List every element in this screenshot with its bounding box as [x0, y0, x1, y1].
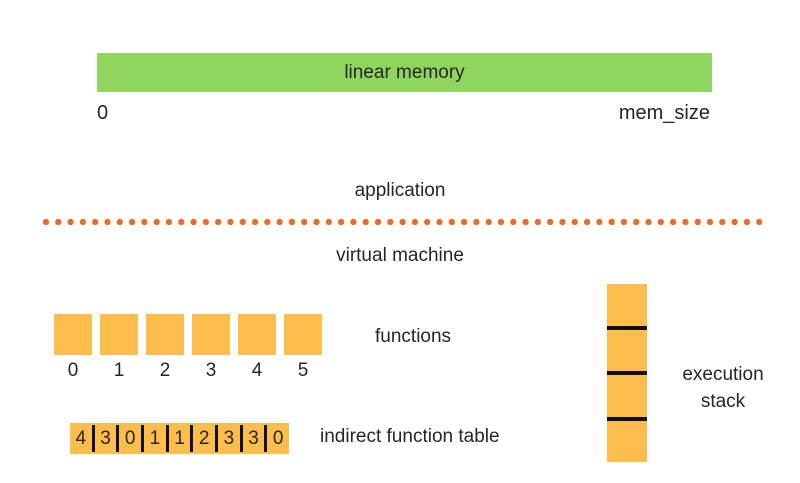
table-cell: 2	[198, 428, 210, 449]
stack-frame-divider	[607, 325, 647, 330]
execution-stack-label-line1: execution	[682, 364, 764, 385]
stack-frame	[607, 330, 647, 372]
function-item: 2	[146, 314, 184, 382]
function-item: 3	[192, 314, 230, 382]
stack-frame-divider	[607, 416, 647, 421]
function-item: 5	[284, 314, 322, 382]
function-index-label: 2	[159, 360, 171, 381]
stack-frame-divider	[607, 371, 647, 375]
function-item: 4	[238, 314, 276, 382]
function-item: 0	[54, 314, 92, 382]
stack-frame	[607, 375, 647, 417]
table-cell-divider	[116, 425, 120, 452]
function-box	[284, 314, 322, 355]
table-cell: 0	[124, 428, 136, 449]
execution-stack-label: execution stack	[653, 361, 793, 415]
linear-memory-bar: linear memory	[97, 53, 712, 92]
function-box	[238, 314, 276, 355]
function-index-label: 0	[67, 360, 79, 381]
memory-range-labels: 0 mem_size	[97, 102, 710, 125]
function-item: 1	[100, 314, 138, 382]
table-cell-divider	[165, 425, 169, 452]
function-box	[192, 314, 230, 355]
table-cell: 1	[174, 428, 185, 449]
function-box	[54, 314, 92, 355]
table-cell-divider	[264, 425, 268, 452]
table-cell: 3	[100, 428, 111, 449]
function-box	[100, 314, 138, 355]
stack-frame	[607, 284, 647, 326]
function-squares: 0 1 2 3 4 5	[54, 314, 322, 382]
table-cell: 0	[272, 428, 284, 449]
memory-end-label: mem_size	[618, 102, 710, 124]
table-cell-divider	[239, 425, 243, 452]
table-cell: 4	[75, 428, 87, 449]
function-index-label: 3	[205, 360, 217, 381]
functions-label: functions	[375, 326, 452, 347]
application-label: application	[354, 180, 446, 201]
execution-stack-label-line2: stack	[700, 391, 746, 412]
table-cell-divider	[141, 425, 145, 452]
table-cell-divider	[190, 425, 194, 452]
table-cell-divider	[215, 425, 219, 452]
table-cell: 3	[248, 428, 259, 449]
execution-stack	[607, 284, 647, 462]
function-index-label: 4	[251, 360, 263, 381]
table-cell: 1	[149, 428, 161, 449]
virtual-machine-label: virtual machine	[336, 245, 464, 266]
table-cell: 3	[223, 428, 235, 449]
application-vm-boundary-dotted-line	[42, 218, 764, 226]
stack-frame	[607, 421, 647, 463]
function-box	[146, 314, 184, 355]
function-index-label: 1	[113, 360, 125, 381]
memory-start-label: 0	[97, 102, 109, 124]
table-cell-divider	[91, 425, 95, 452]
indirect-function-table-label: indirect function table	[320, 426, 500, 447]
function-index-label: 5	[297, 360, 309, 381]
linear-memory-label: linear memory	[344, 61, 465, 83]
